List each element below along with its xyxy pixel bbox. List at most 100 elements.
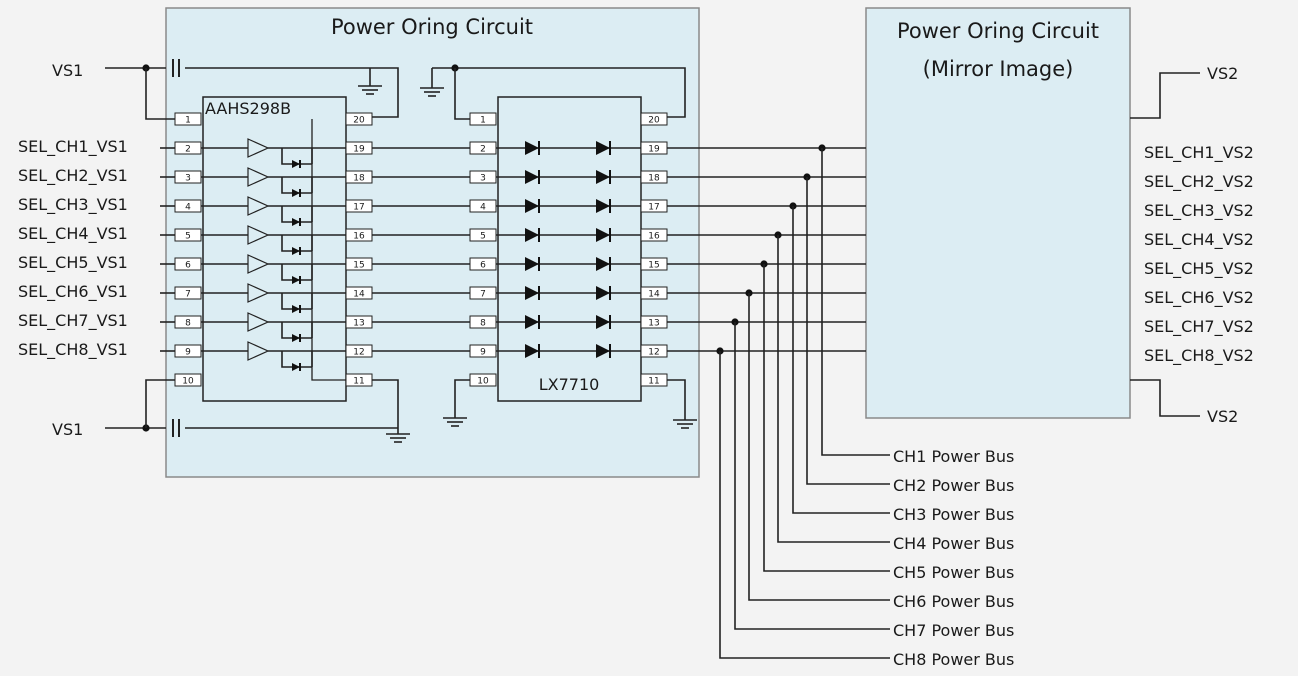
diode-icon bbox=[525, 315, 539, 329]
pin-number: 20 bbox=[648, 116, 660, 126]
pin-number: 1 bbox=[480, 116, 486, 126]
right-block-title: Power Oring Circuit bbox=[897, 19, 1099, 43]
power-bus-label: CH4 Power Bus bbox=[893, 534, 1014, 553]
diode-icon bbox=[525, 141, 539, 155]
buffer-icon bbox=[247, 225, 270, 245]
power-bus-label: CH7 Power Bus bbox=[893, 621, 1014, 640]
diode-icon bbox=[292, 276, 300, 284]
pin-number: 2 bbox=[480, 145, 486, 155]
pin-number: 16 bbox=[353, 232, 365, 242]
wire bbox=[281, 322, 312, 339]
wire bbox=[792, 206, 890, 514]
sel-vs2-label: SEL_CH2_VS2 bbox=[1144, 172, 1254, 192]
right-block-subtitle: (Mirror Image) bbox=[923, 57, 1074, 81]
pin-number: 4 bbox=[185, 203, 191, 213]
wire bbox=[281, 351, 312, 368]
buffer-icon bbox=[247, 196, 270, 216]
buffer-icon bbox=[247, 254, 270, 274]
buffer-icon bbox=[247, 167, 270, 187]
pin-number: 17 bbox=[353, 203, 364, 213]
diode-icon bbox=[292, 218, 300, 226]
wire bbox=[281, 177, 312, 194]
sel-vs2-label: SEL_CH1_VS2 bbox=[1144, 143, 1254, 163]
pin-number: 6 bbox=[185, 261, 191, 271]
sel-vs1-label: SEL_CH2_VS1 bbox=[18, 166, 128, 186]
diode-icon bbox=[525, 228, 539, 242]
pin-number: 10 bbox=[477, 377, 489, 387]
wire bbox=[281, 264, 312, 281]
wire bbox=[806, 177, 890, 485]
wire bbox=[145, 379, 175, 428]
pin-number: 14 bbox=[353, 290, 365, 300]
diode-icon bbox=[525, 199, 539, 213]
pin-number: 9 bbox=[185, 348, 191, 358]
wire bbox=[777, 235, 890, 543]
pin-number: 15 bbox=[353, 261, 364, 271]
diode-icon bbox=[596, 257, 610, 271]
vs2-top-label: VS2 bbox=[1207, 64, 1238, 83]
pin-number: 9 bbox=[480, 348, 486, 358]
pin-number: 19 bbox=[353, 145, 365, 155]
pin-number: 15 bbox=[648, 261, 659, 271]
power-bus-label: CH3 Power Bus bbox=[893, 505, 1014, 524]
wire bbox=[281, 235, 312, 252]
pin-number: 11 bbox=[353, 377, 364, 387]
power-bus-label: CH8 Power Bus bbox=[893, 650, 1014, 669]
chip-aahs298b bbox=[202, 96, 347, 402]
sel-vs2-label: SEL_CH4_VS2 bbox=[1144, 230, 1254, 250]
pin-number: 16 bbox=[648, 232, 660, 242]
wire bbox=[667, 379, 686, 420]
wire bbox=[454, 379, 470, 418]
pin-number: 14 bbox=[648, 290, 660, 300]
diode-icon bbox=[292, 189, 300, 197]
pin-number: 12 bbox=[353, 348, 364, 358]
pin-number: 3 bbox=[185, 174, 191, 184]
wire bbox=[281, 206, 312, 223]
diode-icon bbox=[596, 170, 610, 184]
pin-number: 5 bbox=[480, 232, 486, 242]
sel-vs1-label: SEL_CH4_VS1 bbox=[18, 224, 128, 244]
right-block bbox=[865, 7, 1131, 419]
pin-number: 19 bbox=[648, 145, 660, 155]
sel-vs2-label: SEL_CH3_VS2 bbox=[1144, 201, 1254, 221]
wire bbox=[454, 68, 470, 120]
pin-number: 18 bbox=[648, 174, 660, 184]
pin-number: 13 bbox=[353, 319, 364, 329]
sel-vs1-label: SEL_CH6_VS1 bbox=[18, 282, 128, 302]
wire bbox=[145, 68, 175, 120]
chip-aahs298b-name: AAHS298B bbox=[205, 99, 291, 118]
diode-icon bbox=[525, 170, 539, 184]
sel-vs2-label: SEL_CH7_VS2 bbox=[1144, 317, 1254, 337]
sel-vs1-label: SEL_CH3_VS1 bbox=[18, 195, 128, 215]
vs1-top-label: VS1 bbox=[52, 61, 83, 80]
diode-icon bbox=[525, 257, 539, 271]
pin-number: 13 bbox=[648, 319, 659, 329]
sel-vs1-label: SEL_CH5_VS1 bbox=[18, 253, 128, 273]
pin-number: 7 bbox=[480, 290, 486, 300]
wire bbox=[821, 148, 890, 456]
pin-number: 18 bbox=[353, 174, 365, 184]
buffer-icon bbox=[247, 341, 270, 361]
sel-vs2-label: SEL_CH8_VS2 bbox=[1144, 346, 1254, 366]
diode-icon bbox=[292, 247, 300, 255]
diode-icon bbox=[292, 160, 300, 168]
wire bbox=[281, 148, 312, 165]
wire bbox=[311, 119, 346, 381]
pin-box bbox=[345, 112, 373, 126]
left-block-title: Power Oring Circuit bbox=[331, 15, 533, 39]
power-bus-label: CH5 Power Bus bbox=[893, 563, 1014, 582]
symbol-group bbox=[172, 59, 697, 443]
power-bus-label: CH1 Power Bus bbox=[893, 447, 1014, 466]
wire bbox=[1130, 379, 1200, 417]
wire bbox=[1130, 72, 1200, 119]
pin-number: 8 bbox=[185, 319, 191, 329]
chip-lx7710 bbox=[497, 96, 642, 402]
wire bbox=[281, 293, 312, 310]
buffer-icon bbox=[247, 283, 270, 303]
pin-box bbox=[640, 112, 668, 126]
diode-icon bbox=[596, 315, 610, 329]
chip-lx7710-name: LX7710 bbox=[539, 375, 600, 394]
pin-number: 11 bbox=[648, 377, 659, 387]
wire bbox=[734, 322, 890, 630]
